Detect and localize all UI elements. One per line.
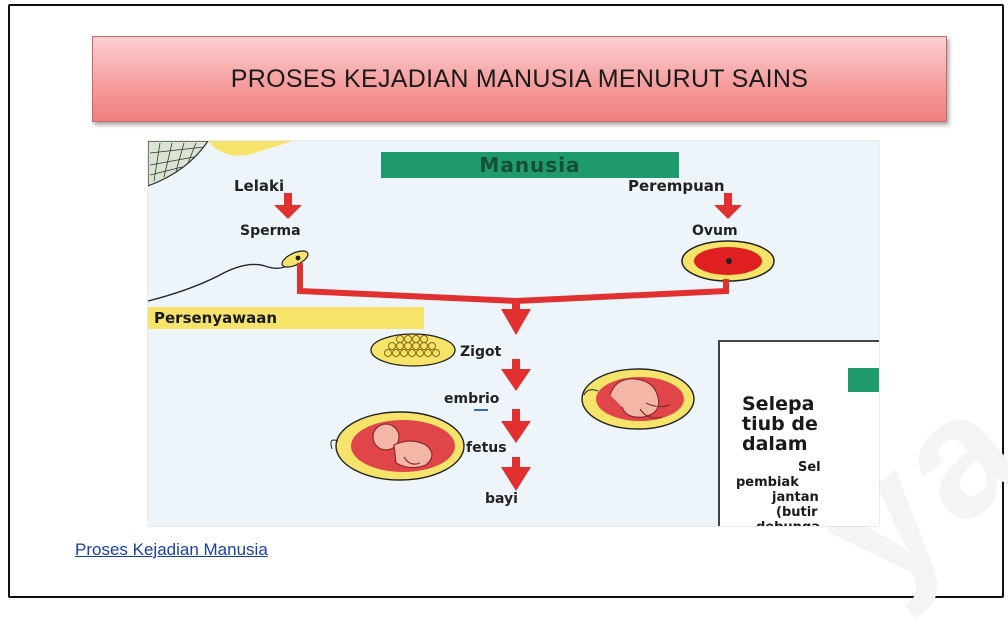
sperm-icon [281,250,309,268]
side-big-line-2: tiub de [742,413,818,435]
fertilization-bar: Persenyawaan [148,307,424,329]
side-big-line-1: Selepa [742,393,815,415]
side-big-line-3: dalam [742,433,808,455]
label-zygote: Zigot [460,344,502,360]
arrow-fetus-to-baby [501,457,531,491]
ovum-icon [681,240,775,282]
proses-kejadian-link[interactable]: Proses Kejadian Manusia [75,540,268,559]
blue-mark [474,409,488,411]
side-small-line-2: pembiak [736,475,799,490]
diagram-graphics [148,141,775,491]
sperm-tail [148,262,291,302]
arrow-embryo-to-fetus [501,409,531,443]
side-panel-tab [848,368,879,392]
side-panel: Selepa tiub de dalam Sel pembiak jantan … [718,340,879,526]
label-ovum: Ovum [692,223,738,239]
embryo-icon [581,368,695,430]
side-small-line-5: debunga [756,520,820,526]
fertilization-lines [297,263,729,304]
arrow-female-to-ovum [714,193,742,219]
side-small-line-1: Sel [798,460,821,475]
label-baby: bayi [485,491,518,507]
fetus-icon [330,411,465,481]
arrow-to-zygote [501,299,531,335]
label-female: Perempuan [628,177,725,195]
zygote-icon [370,333,456,367]
label-male: Lelaki [234,177,285,195]
arrow-zygote-to-embryo [501,359,531,391]
label-fetus: fetus [466,440,507,456]
label-sperm: Sperma [240,223,301,239]
title-banner: PROSES KEJADIAN MANUSIA MENURUT SAINS [92,36,947,122]
human-development-diagram: Manusia Lelaki Perempuan Sperma Ovum Per… [148,141,879,526]
side-small-line-3: jantan [772,490,819,505]
manusia-header: Manusia [381,152,679,178]
slide-title: PROSES KEJADIAN MANUSIA MENURUT SAINS [230,64,809,93]
side-small-line-4: (butir [776,505,818,520]
label-embryo: embrio [444,391,500,407]
arrow-male-to-sperm [274,193,302,219]
net-decoration [148,141,293,187]
